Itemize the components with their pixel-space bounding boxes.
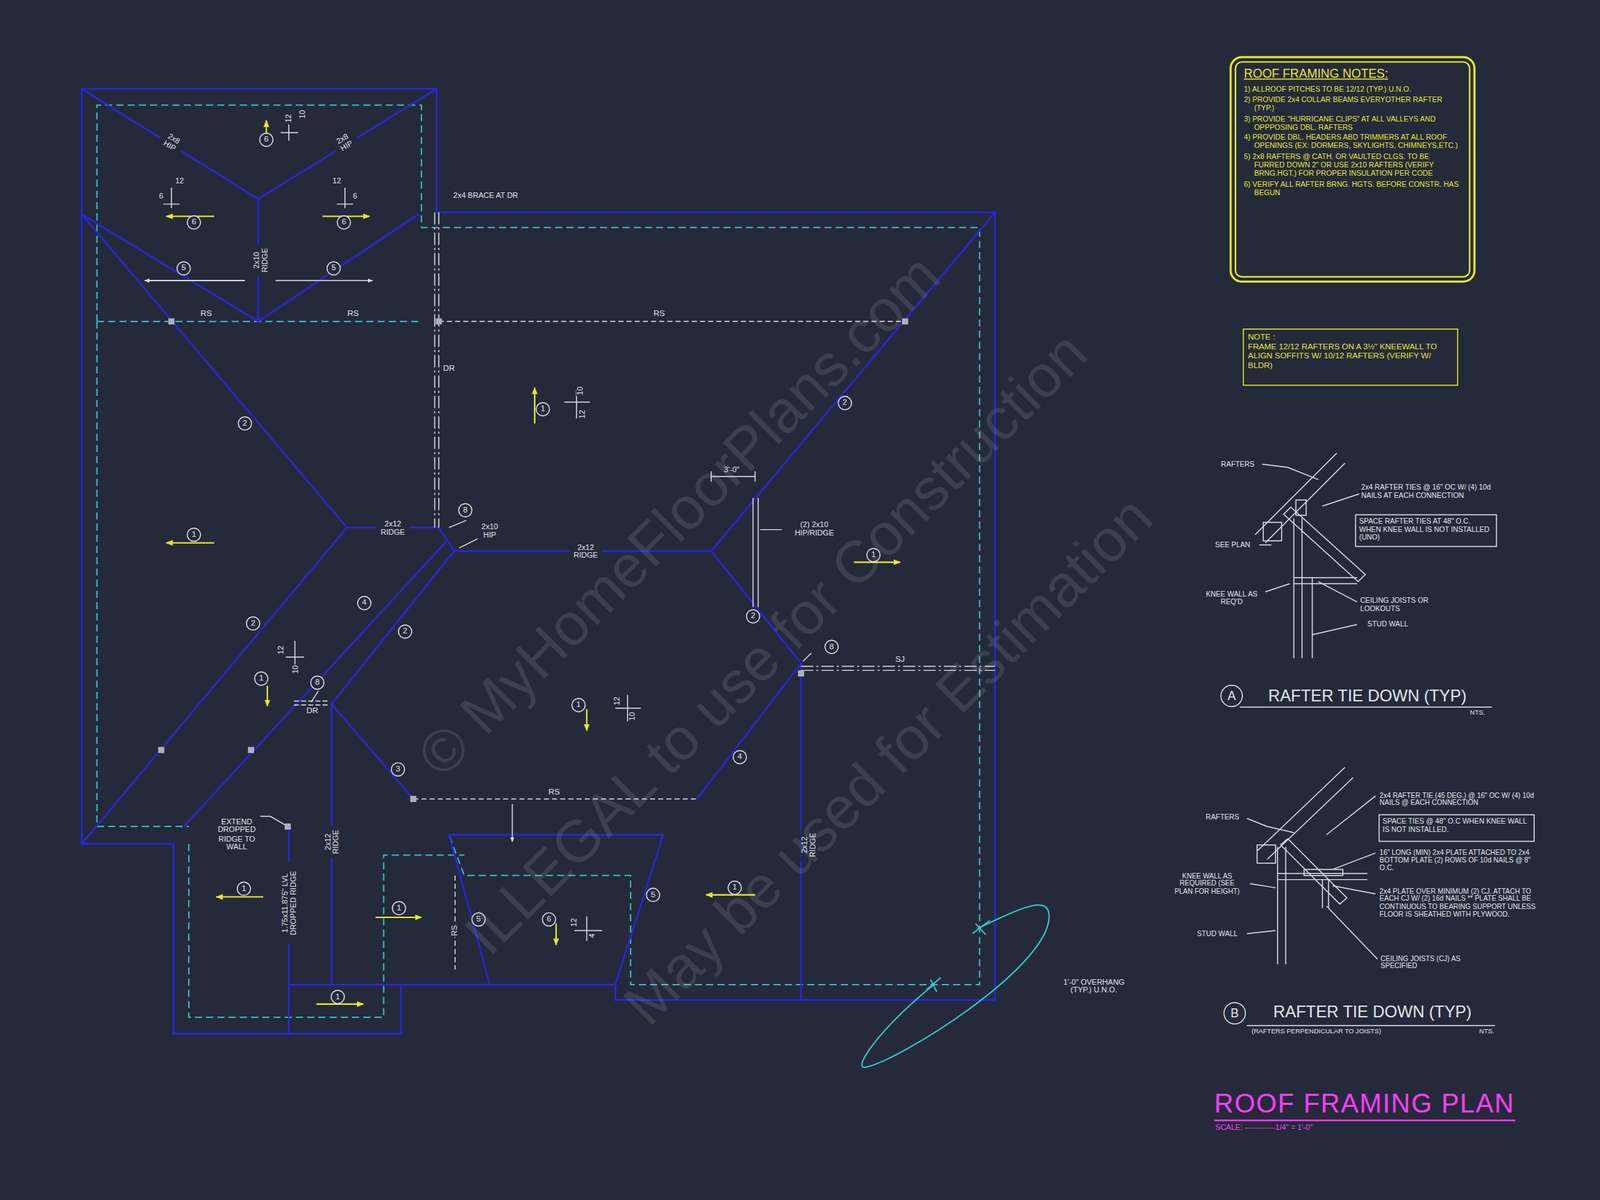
plan-label: (RAFTERS PERPENDICULAR TO JOISTS) xyxy=(1250,1027,1382,1035)
plan-label: RS xyxy=(346,309,360,319)
plan-label: 12 xyxy=(613,695,622,707)
plan-label: RS xyxy=(547,788,561,798)
callout-number: 5 xyxy=(645,887,661,903)
plan-label: 12 xyxy=(578,409,587,420)
note-text: FRAME 12/12 RAFTERS ON A 3½" KNEEWALL TO… xyxy=(1247,342,1453,371)
note-text: 4) PROVIDE DBL. HEADERS ABD TRIMMERS AT … xyxy=(1243,134,1462,151)
detail-bubble: A xyxy=(1220,684,1243,707)
callout-number: 2 xyxy=(237,416,253,432)
callout-number: 8 xyxy=(458,502,473,518)
callout-number: 4 xyxy=(356,595,372,611)
plan-label: RS xyxy=(199,309,213,319)
note-heading: ROOF FRAMING NOTES: xyxy=(1243,67,1462,82)
note-text: 1) ALLROOF PITCHES TO BE 12/12 (TYP.) U.… xyxy=(1243,85,1462,94)
plan-label: STUD WALL xyxy=(1366,620,1410,629)
plan-label: DR xyxy=(442,364,457,374)
callout-number: 1 xyxy=(254,671,269,687)
plan-label: KNEE WALL AS REQUIRED (SEE PLAN FOR HEIG… xyxy=(1169,872,1246,896)
callout-number: 6 xyxy=(336,215,352,230)
detail-note: 2x4 RAFTER TIE (45 DEG.) @ 16" OC W/ (4)… xyxy=(1378,791,1555,807)
detail-note: CEILING JOISTS (CJ) AS SPECIFIED xyxy=(1379,954,1474,971)
plan-label: NTS. xyxy=(1478,1027,1496,1035)
plan-label: STUD WALL xyxy=(1195,929,1239,938)
plan-label: SEE PLAN xyxy=(1213,540,1251,549)
plan-label: 1'-0" OVERHANG (TYP.) U.N.O. xyxy=(1050,978,1137,996)
note-heading: SPACE TIES @ 48" O.C WHEN KNEE WALL IS N… xyxy=(1382,817,1531,835)
note-text: 6) VERIFY ALL RAFTER BRNG. HGTS. BEFORE … xyxy=(1243,180,1462,198)
plan-label: 6 xyxy=(352,193,359,202)
plan-label: 2x4 BRACE AT DR xyxy=(449,191,523,200)
note-text: 5) 2x8 RAFTERS @ CATH. OR VAULTED CLGS. … xyxy=(1243,152,1462,179)
plan-label: 2x12 RIDGE xyxy=(324,825,341,859)
plan-label: 10 xyxy=(628,711,637,722)
plan-label: SJ xyxy=(894,655,907,665)
callout-number: 1 xyxy=(571,697,587,713)
plan-label: 6 xyxy=(158,193,165,202)
plan-label: 2x10 RIDGE xyxy=(252,243,270,277)
callout-number: 1 xyxy=(330,989,346,1005)
plan-label: 10 xyxy=(576,385,585,396)
plan-label: 12 xyxy=(277,644,286,655)
scale-note: SCALE: ------------1/4" = 1'-0" xyxy=(1214,1123,1314,1132)
detail-note: 2x4 RAFTER TIES @ 16" OC W/ (4) 10d NAIL… xyxy=(1360,483,1500,500)
detail-note: 16" LONG (MIN) 2x4 PLATE ATTACHED TO 2x4… xyxy=(1378,849,1534,873)
plan-label: 1.75x11.875" LVL DROPPED RIDGE xyxy=(281,862,298,945)
plan-label: 12 xyxy=(331,177,342,186)
callout-number: 1 xyxy=(391,900,407,916)
note-text: 3) PROVIDE "HURRICANE CLIPS" AT ALL VALL… xyxy=(1243,115,1462,132)
callout-number: 1 xyxy=(186,527,202,543)
plan-label: 12 xyxy=(284,113,294,124)
callout-number: 8 xyxy=(310,675,325,691)
detail-note: CEILING JOISTS OR LOOKOUTS xyxy=(1359,597,1464,614)
plan-label: DR xyxy=(305,706,320,716)
callout-number: 5 xyxy=(326,261,341,276)
detail-note: 2x4 PLATE OVER MINIMUM (2) CJ. ATTACH TO… xyxy=(1378,887,1549,919)
callout-number: 6 xyxy=(186,215,202,230)
note-text: 2) PROVIDE 2x4 COLLAR BEAMS EVERYOTHER R… xyxy=(1243,95,1462,113)
plan-label: NTS. xyxy=(1468,708,1487,716)
plan-label: 2x12 RIDGE xyxy=(376,520,410,537)
callout-number: 2 xyxy=(245,616,261,632)
plan-label: RAFTERS xyxy=(1220,460,1256,469)
callout-number: 8 xyxy=(824,639,839,655)
notes-box: ROOF FRAMING NOTES: 1) ALLROOF PITCHES TO… xyxy=(1229,56,1476,283)
callout-number: 1 xyxy=(535,402,550,417)
plan-label: KNEE WALL AS REQ'D xyxy=(1202,590,1260,607)
callout-number: 1 xyxy=(236,881,252,897)
callout-number: 3 xyxy=(390,762,406,778)
plan-label: RAFTER TIE DOWN (TYP) xyxy=(1267,686,1469,705)
plan-label: 10 xyxy=(298,109,307,120)
callout-number: 2 xyxy=(397,624,413,639)
sheet-title: ROOF FRAMING PLAN xyxy=(1214,1087,1516,1120)
note-heading: NOTE : xyxy=(1247,332,1453,343)
plan-label: 2x8 HIP xyxy=(156,129,187,157)
note-heading: SPACE RAFTER TIES AT 48" O.C. WHEN KNEE … xyxy=(1359,517,1493,542)
plan-label: 10 xyxy=(291,663,300,675)
plan-label: 2x10 HIP xyxy=(477,522,503,540)
note-box: NOTE :FRAME 12/12 RAFTERS ON A 3½" KNEEW… xyxy=(1243,328,1459,386)
callout-number: 4 xyxy=(732,750,748,765)
spacing-note-box: SPACE RAFTER TIES AT 48" O.C. WHEN KNEE … xyxy=(1354,514,1497,548)
plan-label: 12 xyxy=(570,917,579,928)
callout-number: 5 xyxy=(176,261,191,276)
plan-label: RS xyxy=(652,309,666,319)
plan-label: 4 xyxy=(588,932,598,939)
plan-label: EXTEND DROPPED RIDGE TO WALL xyxy=(208,818,266,852)
callout-number: 6 xyxy=(259,132,274,148)
plan-label: RAFTER TIE DOWN (TYP) xyxy=(1272,1003,1473,1022)
detail-bubble: B xyxy=(1223,1002,1246,1025)
plan-label: RAFTERS xyxy=(1204,813,1241,821)
spacing-note-box: SPACE TIES @ 48" O.C WHEN KNEE WALL IS N… xyxy=(1378,814,1535,843)
plan-label: 12 xyxy=(174,177,185,186)
